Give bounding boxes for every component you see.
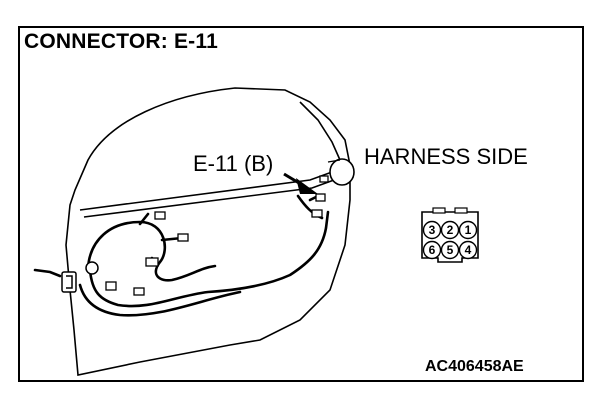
harness-connectors [105, 175, 329, 296]
pin-label-4: 4 [465, 243, 472, 257]
pin-5 [440, 240, 460, 260]
pin-2 [440, 220, 460, 240]
pin-6 [422, 240, 442, 260]
harness-side-label: HARNESS SIDE [364, 144, 528, 169]
grommet [61, 261, 99, 293]
pin-3 [422, 220, 442, 240]
arrow-head [296, 178, 318, 194]
pin-label-6: 6 [429, 243, 436, 257]
connector-face: 3 2 1 6 5 4 [421, 207, 479, 263]
pin-1 [458, 220, 478, 240]
pin-label-1: 1 [465, 223, 472, 237]
callout-label: E-11 (B) [193, 151, 274, 176]
door-panel [65, 87, 351, 376]
pin-4 [458, 240, 478, 260]
pin-label-2: 2 [447, 223, 454, 237]
diagram-frame [18, 26, 584, 382]
callout-arrow [283, 172, 318, 194]
figure-code: AC406458AE [425, 358, 524, 375]
wire-harness [33, 194, 330, 317]
pin-label-5: 5 [447, 243, 454, 257]
connector-title: CONNECTOR: E-11 [24, 30, 218, 53]
pin-label-3: 3 [429, 223, 436, 237]
mirror-mount [327, 158, 355, 186]
